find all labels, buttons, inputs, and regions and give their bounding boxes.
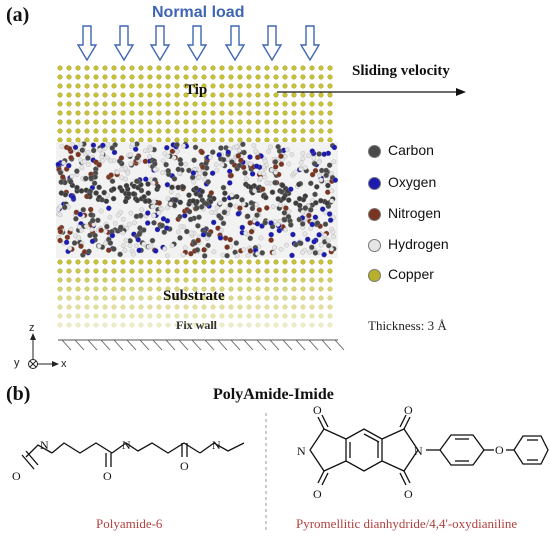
legend-label: Carbon (388, 142, 434, 158)
legend-swatch (368, 239, 381, 252)
ether-oxygen: O (495, 443, 504, 457)
amide-nitrogen-2: N (122, 438, 131, 452)
legend-swatch (368, 269, 381, 282)
polyamide-imide-title: PolyAmide-Imide (213, 386, 334, 403)
sliding-velocity-label: Sliding velocity (352, 63, 450, 79)
amide-nitrogen-3: N (212, 438, 221, 452)
fix-wall-hatching (58, 339, 345, 351)
coordinate-axes (28, 333, 59, 369)
fix-wall-label: Fix wall (176, 318, 217, 332)
legend-swatch (368, 177, 381, 190)
axis-z-label: z (29, 322, 35, 334)
imide-nitrogen-right: N (414, 444, 423, 458)
axis-x-label: x (61, 358, 67, 370)
chemical-structures: O N O N O N N N O O O O (12, 405, 549, 533)
legend-swatch (368, 208, 381, 221)
tip-label: Tip (185, 82, 208, 98)
carbonyl-oxygen-4: O (404, 487, 413, 501)
load-arrow (76, 25, 98, 62)
md-simulation-figure (28, 25, 466, 369)
polyamide-6-structure (21, 442, 245, 470)
substrate-label: Substrate (163, 288, 225, 304)
axis-y-label: y (14, 357, 20, 369)
normal-load-label: Normal load (152, 4, 245, 21)
amide-oxygen-2: O (103, 469, 112, 483)
polymer-layer (55, 141, 339, 259)
imide-nitrogen-left: N (297, 444, 306, 458)
load-arrow (186, 25, 208, 62)
pmda-oda-caption: Pyromellitic dianhydride/4,4'-oxydianili… (296, 516, 518, 531)
normal-load-arrows (76, 25, 321, 62)
legend-label: Oxygen (388, 174, 437, 190)
amide-oxygen-1: O (12, 469, 21, 483)
legend-label: Nitrogen (388, 205, 441, 221)
carbonyl-oxygen-2: O (313, 487, 322, 501)
legend-swatch (368, 145, 381, 158)
sliding-velocity-arrowhead (456, 88, 466, 96)
amide-nitrogen-1: N (40, 438, 49, 452)
substrate-copper-lattice (57, 259, 333, 328)
polyamide-6-caption: Polyamide-6 (96, 516, 163, 531)
thickness-label: Thickness: 3 Å (368, 318, 447, 333)
legend-label: Copper (388, 266, 434, 282)
carbonyl-oxygen-3: O (404, 405, 413, 417)
load-arrow (149, 25, 171, 62)
panel-b-label: (b) (6, 383, 31, 405)
load-arrow (224, 25, 246, 62)
carbonyl-oxygen-1: O (313, 405, 322, 417)
tip-copper-lattice (57, 65, 333, 143)
legend-label: Hydrogen (388, 236, 449, 252)
load-arrow (299, 25, 321, 62)
panel-a-label: (a) (6, 4, 30, 26)
load-arrow (261, 25, 283, 62)
amide-oxygen-3: O (180, 459, 189, 473)
load-arrow (113, 25, 135, 62)
pmda-oda-structure (309, 414, 549, 486)
